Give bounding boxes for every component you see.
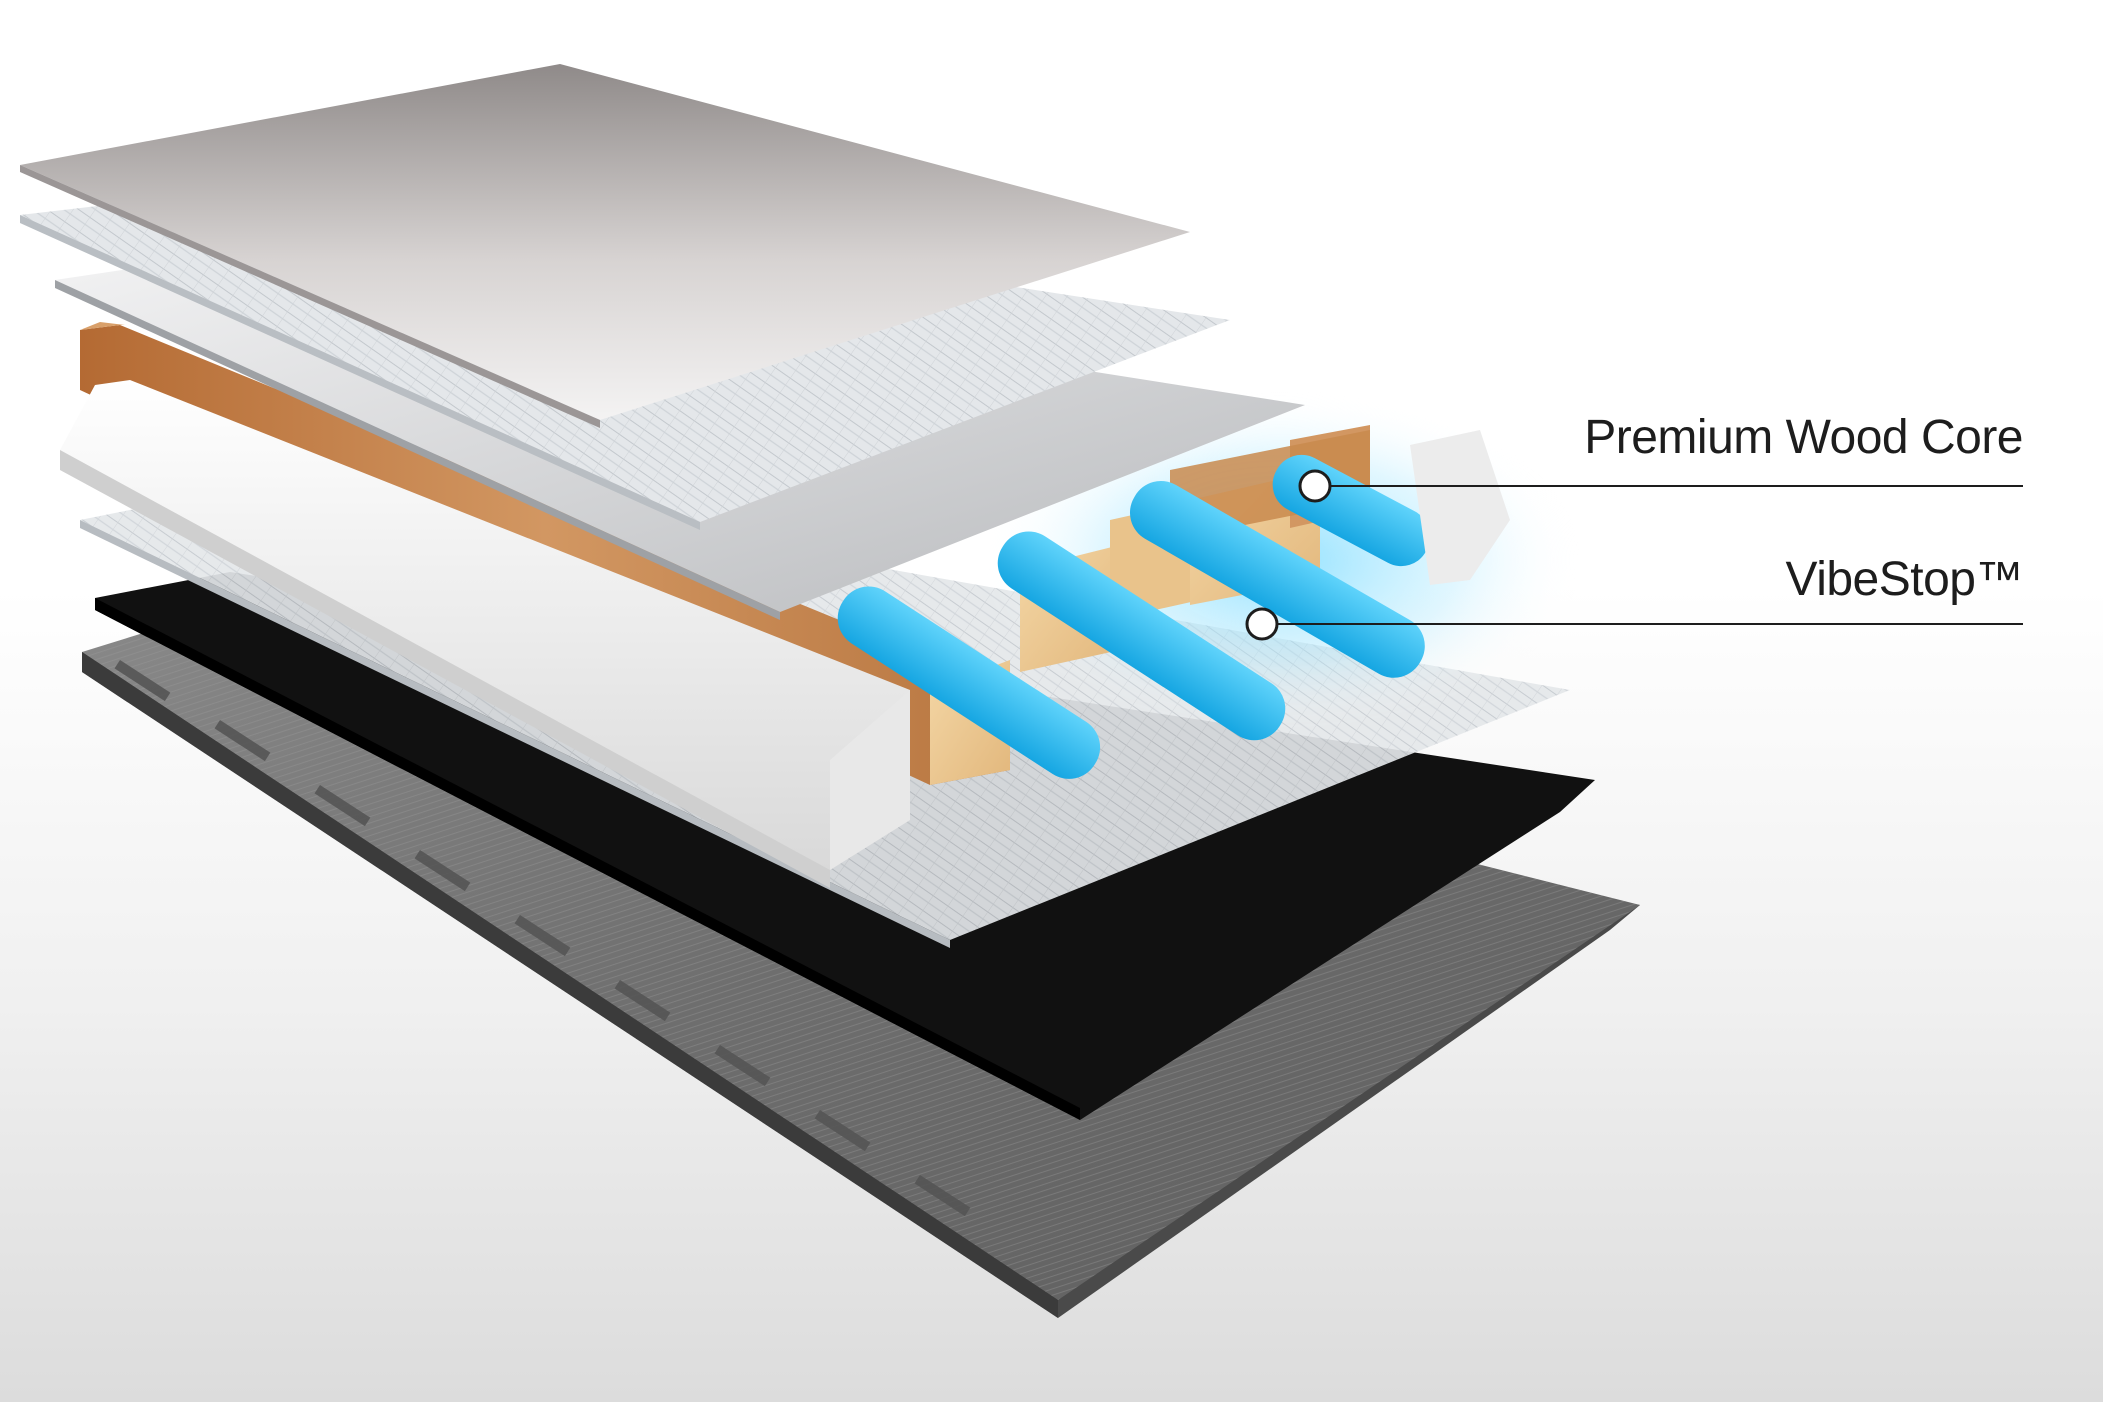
premium-wood-core-label: Premium Wood Core [1584,411,2023,464]
vibestop-label: VibeStop™ [1785,553,2024,606]
top-sheet [20,64,1190,428]
callout-wood-core [1298,469,2023,503]
sidewall-rail [60,380,1510,888]
callout-vibestop [1245,607,2023,641]
